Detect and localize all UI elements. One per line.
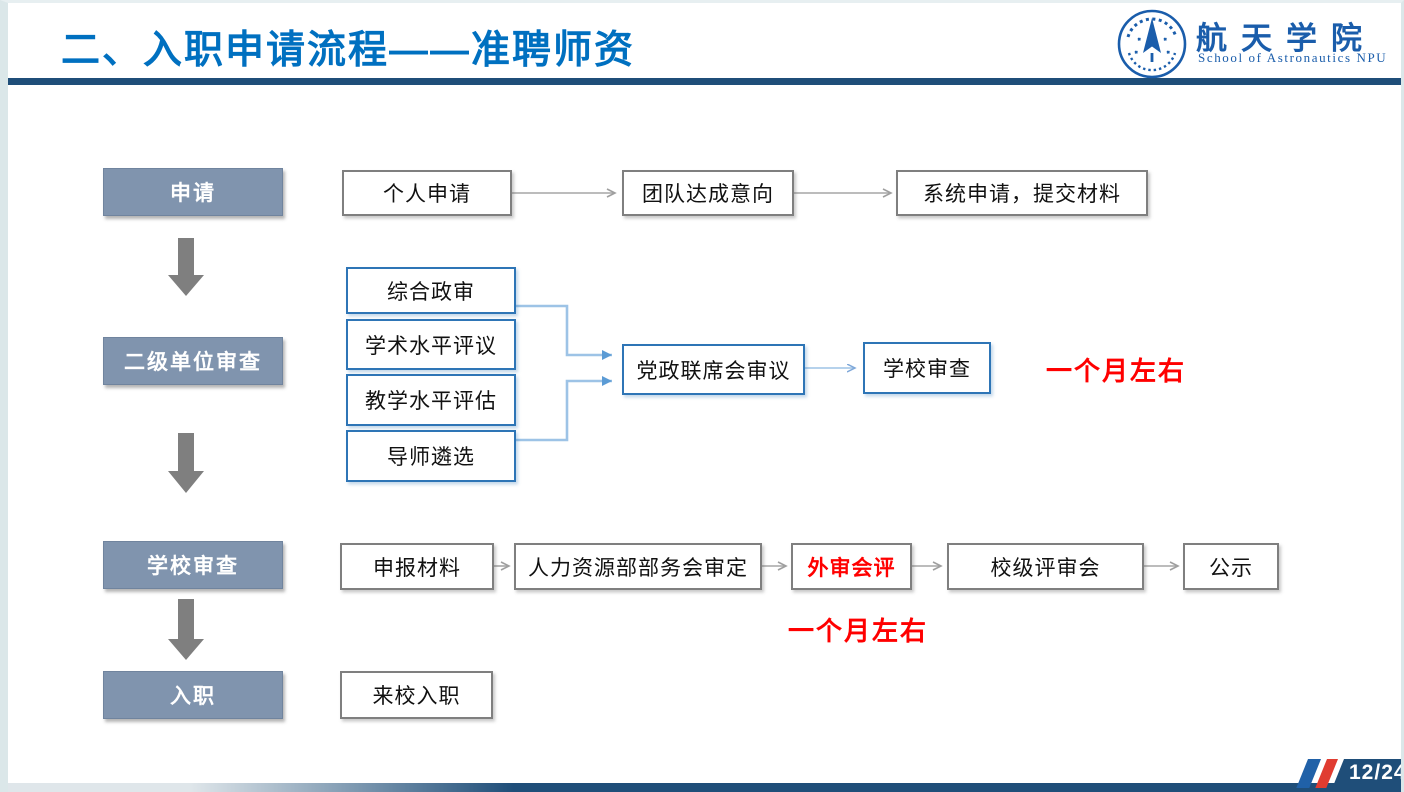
flow-box-publicity: 公示 xyxy=(1183,543,1279,590)
flow-box-hr-review: 人力资源部部务会审定 xyxy=(514,543,762,590)
down-arrow-icon xyxy=(168,238,204,296)
flow-box-political-check: 综合政审 xyxy=(346,267,516,314)
page-title: 二、入职申请流程——准聘师资 xyxy=(61,29,636,72)
flow-box-teaching-evaluation: 教学水平评估 xyxy=(346,374,516,426)
school-seal-icon xyxy=(1117,9,1187,79)
down-arrow-icon xyxy=(168,433,204,493)
logo-school-name-cn: 航天学院 xyxy=(1196,21,1376,56)
logo-school-name-en: School of Astronautics NPU xyxy=(1198,50,1388,65)
flow-box-personal-application: 个人申请 xyxy=(342,170,512,216)
down-arrow-icon xyxy=(168,599,204,660)
flow-box-team-agreement: 团队达成意向 xyxy=(622,170,794,216)
stage-box-unit-review: 二级单位审查 xyxy=(103,337,283,385)
title-divider xyxy=(8,78,1401,85)
flow-box-mentor-selection: 导师遴选 xyxy=(346,430,516,482)
stage-box-apply: 申请 xyxy=(103,168,283,216)
stage-box-school-review: 学校审查 xyxy=(103,541,283,589)
flow-box-school-check: 学校审查 xyxy=(863,342,991,394)
flow-box-academic-evaluation: 学术水平评议 xyxy=(346,319,516,370)
flow-box-joint-meeting: 党政联席会审议 xyxy=(622,344,805,395)
flow-box-university-committee: 校级评审会 xyxy=(947,543,1144,590)
duration-note-unit-review: 一个月左右 xyxy=(1046,356,1187,386)
stage-box-onboard: 入职 xyxy=(103,671,283,719)
footer-bar xyxy=(8,783,1401,792)
flow-box-external-review: 外审会评 xyxy=(791,543,912,590)
flow-box-come-to-school: 来校入职 xyxy=(340,671,493,719)
page-number: 12/24 xyxy=(1349,761,1404,784)
flow-box-declare-materials: 申报材料 xyxy=(340,543,494,590)
flow-box-system-application: 系统申请，提交材料 xyxy=(896,170,1148,216)
duration-note-school-review: 一个月左右 xyxy=(788,616,929,646)
